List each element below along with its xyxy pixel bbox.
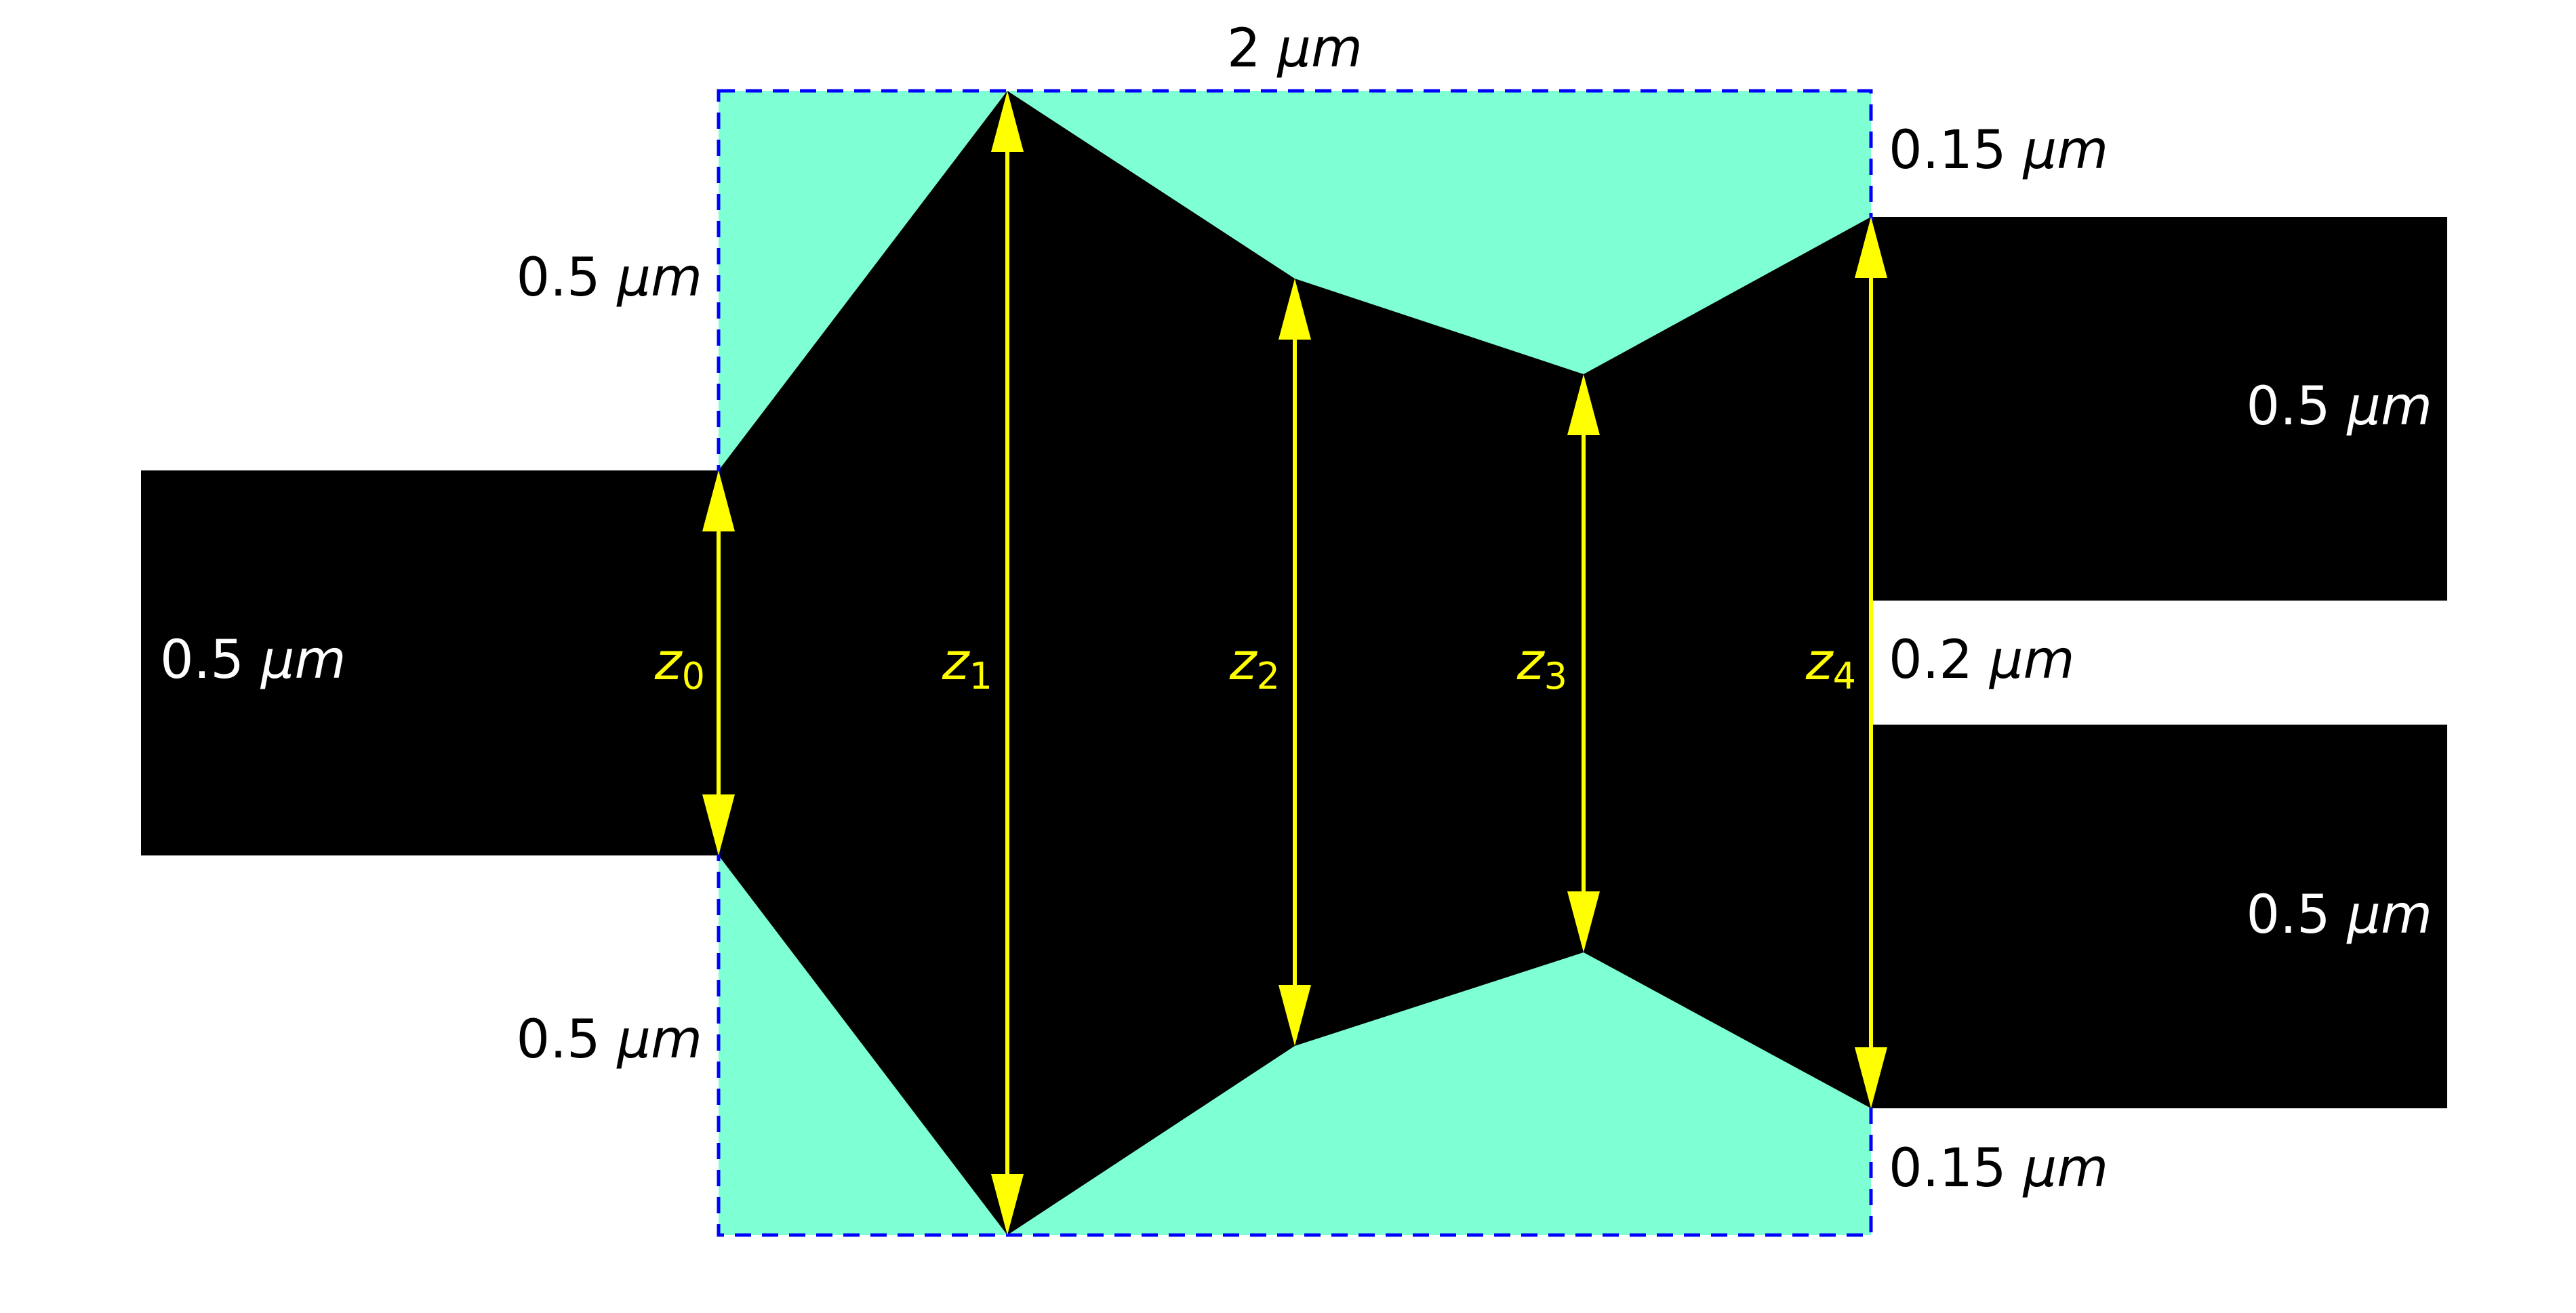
label-output-gap: 0.2 μm xyxy=(1889,630,2074,691)
label-output-top-width-value: 0.5 xyxy=(2247,376,2331,437)
label-output-bottom-width-unit: μm xyxy=(2346,885,2432,946)
label-top-left-margin-unit: μm xyxy=(616,247,702,308)
label-top-right-margin-unit: μm xyxy=(2021,120,2108,181)
label-z1-symbol: z xyxy=(942,631,971,691)
arrow-z0-head-bottom xyxy=(702,794,735,855)
arrow-z4-head-top xyxy=(1855,217,1887,278)
arrow-z3-head-bottom xyxy=(1567,891,1600,952)
label-z1: z1 xyxy=(942,631,992,698)
arrow-z3-head-top xyxy=(1567,374,1600,435)
arrow-z2-head-bottom xyxy=(1279,985,1311,1046)
label-output-top-width-unit: μm xyxy=(2346,376,2432,437)
output-waveguide-top xyxy=(1871,217,2447,601)
label-output-gap-unit: μm xyxy=(1988,630,2075,691)
label-top-right-margin: 0.15 μm xyxy=(1889,120,2108,181)
label-bottom-left-margin: 0.5 μm xyxy=(517,1009,702,1070)
label-z3-symbol: z xyxy=(1516,631,1546,691)
label-bottom-right-margin-unit: μm xyxy=(2021,1138,2108,1199)
label-z0-index: 0 xyxy=(682,655,705,698)
arrow-z3-group xyxy=(1567,374,1600,952)
label-bottom-right-margin-value: 0.15 xyxy=(1889,1138,2007,1199)
label-box-width-value: 2 xyxy=(1227,18,1261,79)
label-bottom-left-margin-value: 0.5 xyxy=(517,1009,601,1070)
arrow-z0-group xyxy=(702,470,735,855)
width-arrows-explicit xyxy=(702,91,1887,1235)
label-output-top-width: 0.5 μm xyxy=(2247,376,2432,437)
label-output-gap-value: 0.2 xyxy=(1889,630,1973,691)
label-top-right-margin-value: 0.15 xyxy=(1889,120,2007,181)
label-z4-symbol: z xyxy=(1805,631,1834,691)
label-input-width-value: 0.5 xyxy=(160,630,244,691)
arrow-z1-head-top xyxy=(991,91,1024,152)
arrow-z0-head-top xyxy=(702,470,735,531)
label-input-width: 0.5 μm xyxy=(160,630,346,691)
label-top-left-margin-value: 0.5 xyxy=(517,247,601,308)
output-waveguide-bottom xyxy=(1871,725,2447,1108)
label-bottom-left-margin-unit: μm xyxy=(616,1009,702,1070)
arrow-z4-head-bottom xyxy=(1855,1047,1887,1108)
label-output-bottom-width: 0.5 μm xyxy=(2247,885,2432,946)
label-z3: z3 xyxy=(1516,631,1567,698)
label-z2-index: 2 xyxy=(1257,655,1280,698)
label-z3-index: 3 xyxy=(1544,655,1567,698)
label-input-width-unit: μm xyxy=(260,630,346,691)
label-z1-index: 1 xyxy=(969,655,992,698)
input-waveguide xyxy=(141,470,719,855)
label-z0-symbol: z xyxy=(654,631,683,691)
label-z2-symbol: z xyxy=(1229,631,1258,691)
label-z4: z4 xyxy=(1805,631,1856,698)
arrow-z4-group xyxy=(1855,217,1887,1108)
arrow-z1-group xyxy=(991,91,1024,1235)
label-top-left-margin: 0.5 μm xyxy=(517,247,702,308)
label-z0: z0 xyxy=(654,631,705,698)
arrow-z2-group xyxy=(1279,279,1311,1046)
arrow-z2-head-top xyxy=(1279,279,1311,340)
label-box-width-unit: μm xyxy=(1276,18,1363,79)
label-z2: z2 xyxy=(1229,631,1280,698)
label-box-width: 2 μm xyxy=(1227,18,1363,79)
label-bottom-right-margin: 0.15 μm xyxy=(1889,1138,2108,1199)
label-output-bottom-width-value: 0.5 xyxy=(2247,885,2331,946)
arrow-z1-head-bottom xyxy=(991,1174,1024,1235)
label-z4-index: 4 xyxy=(1833,655,1856,698)
